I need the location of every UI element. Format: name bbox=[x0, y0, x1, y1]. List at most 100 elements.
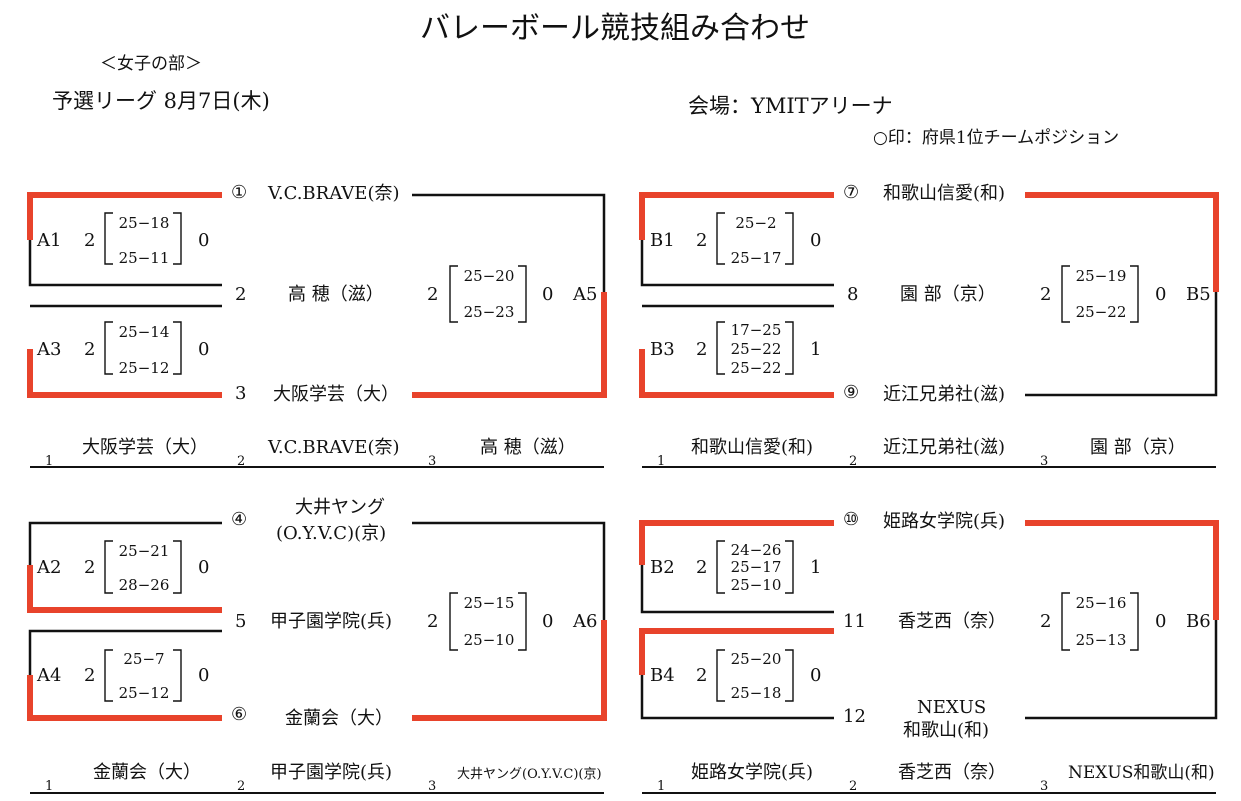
match-label: A3 bbox=[37, 339, 62, 360]
set-count: 0 bbox=[810, 230, 822, 251]
order-team: 大阪学芸（大） bbox=[82, 437, 208, 458]
seed-number: ⑦ bbox=[843, 182, 860, 203]
order-team: 大井ヤング(O.Y.V.C)(京) bbox=[457, 767, 602, 782]
team-name: 園 部（京） bbox=[900, 284, 996, 305]
set-score: 25−10 bbox=[463, 631, 515, 649]
match-label: A4 bbox=[37, 665, 62, 686]
set-count: 2 bbox=[696, 665, 708, 686]
order-number: 2 bbox=[849, 779, 858, 794]
set-count: 0 bbox=[1155, 284, 1167, 305]
team-name: 高 穂（滋） bbox=[288, 284, 384, 305]
venue: 会場：YMITアリーナ bbox=[688, 94, 893, 118]
order-number: 2 bbox=[849, 454, 858, 469]
match-label: B4 bbox=[650, 665, 675, 686]
set-score: 28−26 bbox=[118, 576, 170, 594]
seed-number: 12 bbox=[843, 706, 866, 727]
order-team: 園 部（京） bbox=[1090, 437, 1186, 458]
set-score: 25−18 bbox=[730, 684, 782, 702]
team-name: 大井ヤング bbox=[295, 497, 385, 518]
order-number: 3 bbox=[1040, 454, 1049, 469]
set-count: 2 bbox=[84, 557, 96, 578]
set-score: 25−16 bbox=[1075, 594, 1127, 612]
order-number: 3 bbox=[1040, 779, 1049, 794]
seed-number: 11 bbox=[843, 611, 866, 632]
set-score: 25−23 bbox=[463, 303, 515, 321]
order-team: 香芝西（奈） bbox=[898, 762, 1006, 783]
order-number: 3 bbox=[428, 454, 437, 469]
seed-number: ① bbox=[231, 182, 248, 203]
set-count: 2 bbox=[696, 339, 708, 360]
order-team: 和歌山信愛(和) bbox=[691, 437, 814, 458]
team-name: 金蘭会（大） bbox=[285, 708, 393, 729]
order-number: 1 bbox=[45, 454, 54, 469]
set-score: 25−22 bbox=[1075, 303, 1127, 321]
set-count: 0 bbox=[198, 339, 210, 360]
seed-number: ④ bbox=[231, 509, 248, 530]
seed-number: 8 bbox=[847, 284, 859, 305]
match-label: B6 bbox=[1186, 611, 1211, 632]
set-count: 0 bbox=[810, 665, 822, 686]
order-team: 高 穂（滋） bbox=[480, 437, 576, 458]
page-title: バレーボール競技組み合わせ bbox=[420, 11, 810, 46]
set-score: 17−25 bbox=[730, 321, 782, 339]
seed-number: ⑨ bbox=[843, 382, 860, 403]
set-score: 25−20 bbox=[463, 267, 515, 285]
team-name: 近江兄弟社(滋) bbox=[883, 384, 1006, 405]
team-name: 甲子園学院(兵) bbox=[270, 611, 393, 632]
set-score: 25−17 bbox=[730, 249, 782, 267]
team-name: NEXUS bbox=[917, 697, 987, 718]
match-label: A1 bbox=[37, 230, 62, 251]
order-team: 近江兄弟社(滋) bbox=[883, 437, 1006, 458]
seed-number: 5 bbox=[235, 611, 247, 632]
team-name: 和歌山(和) bbox=[903, 720, 990, 741]
team-name: V.C.BRAVE(奈) bbox=[268, 183, 400, 204]
order-team: 甲子園学院(兵) bbox=[270, 762, 393, 783]
team-name: (O.Y.V.C)(京) bbox=[276, 523, 387, 544]
order-number: 3 bbox=[428, 779, 437, 794]
order-team: 金蘭会（大） bbox=[93, 762, 201, 783]
order-team: 姫路女学院(兵) bbox=[691, 762, 814, 783]
team-name: 和歌山信愛(和) bbox=[883, 183, 1006, 204]
order-number: 1 bbox=[45, 779, 54, 794]
team-name: 姫路女学院(兵) bbox=[883, 511, 1006, 532]
team-name: 香芝西（奈） bbox=[898, 611, 1006, 632]
match-label: A5 bbox=[573, 284, 598, 305]
set-score: 25−22 bbox=[730, 340, 782, 358]
set-count: 2 bbox=[1040, 284, 1052, 305]
team-name: 大阪学芸（大） bbox=[273, 384, 399, 405]
set-count: 2 bbox=[84, 665, 96, 686]
set-score: 25−7 bbox=[123, 650, 165, 668]
seed-number: 3 bbox=[235, 383, 247, 404]
round-date: 予選リーグ 8月7日(木) bbox=[52, 89, 270, 113]
winner-red-lines bbox=[27, 192, 1219, 721]
set-count: 2 bbox=[84, 339, 96, 360]
seed-number: ⑥ bbox=[231, 704, 248, 725]
set-count: 2 bbox=[696, 230, 708, 251]
set-score: 25−19 bbox=[1075, 267, 1127, 285]
set-count: 2 bbox=[696, 557, 708, 578]
order-team: NEXUS和歌山(和) bbox=[1068, 763, 1215, 783]
set-score: 25−12 bbox=[118, 359, 170, 377]
order-number: 1 bbox=[657, 779, 666, 794]
set-count: 2 bbox=[427, 284, 439, 305]
set-count: 0 bbox=[542, 284, 554, 305]
set-score: 25−2 bbox=[735, 214, 777, 232]
set-score: 25−17 bbox=[730, 558, 782, 576]
set-score: 25−15 bbox=[463, 594, 515, 612]
seed-number: ⑩ bbox=[843, 509, 860, 530]
set-count: 1 bbox=[810, 339, 822, 360]
set-score: 25−14 bbox=[118, 323, 170, 341]
set-count: 2 bbox=[1040, 611, 1052, 632]
set-count: 2 bbox=[84, 230, 96, 251]
set-score: 25−10 bbox=[730, 576, 782, 594]
order-number: 1 bbox=[657, 454, 666, 469]
set-count: 0 bbox=[1155, 611, 1167, 632]
set-count: 0 bbox=[198, 230, 210, 251]
set-score: 25−12 bbox=[118, 684, 170, 702]
match-label: B5 bbox=[1186, 284, 1211, 305]
set-score: 25−20 bbox=[730, 650, 782, 668]
match-label: B2 bbox=[650, 557, 675, 578]
division-label: ＜女子の部＞ bbox=[100, 54, 202, 74]
match-label: A2 bbox=[37, 557, 62, 578]
